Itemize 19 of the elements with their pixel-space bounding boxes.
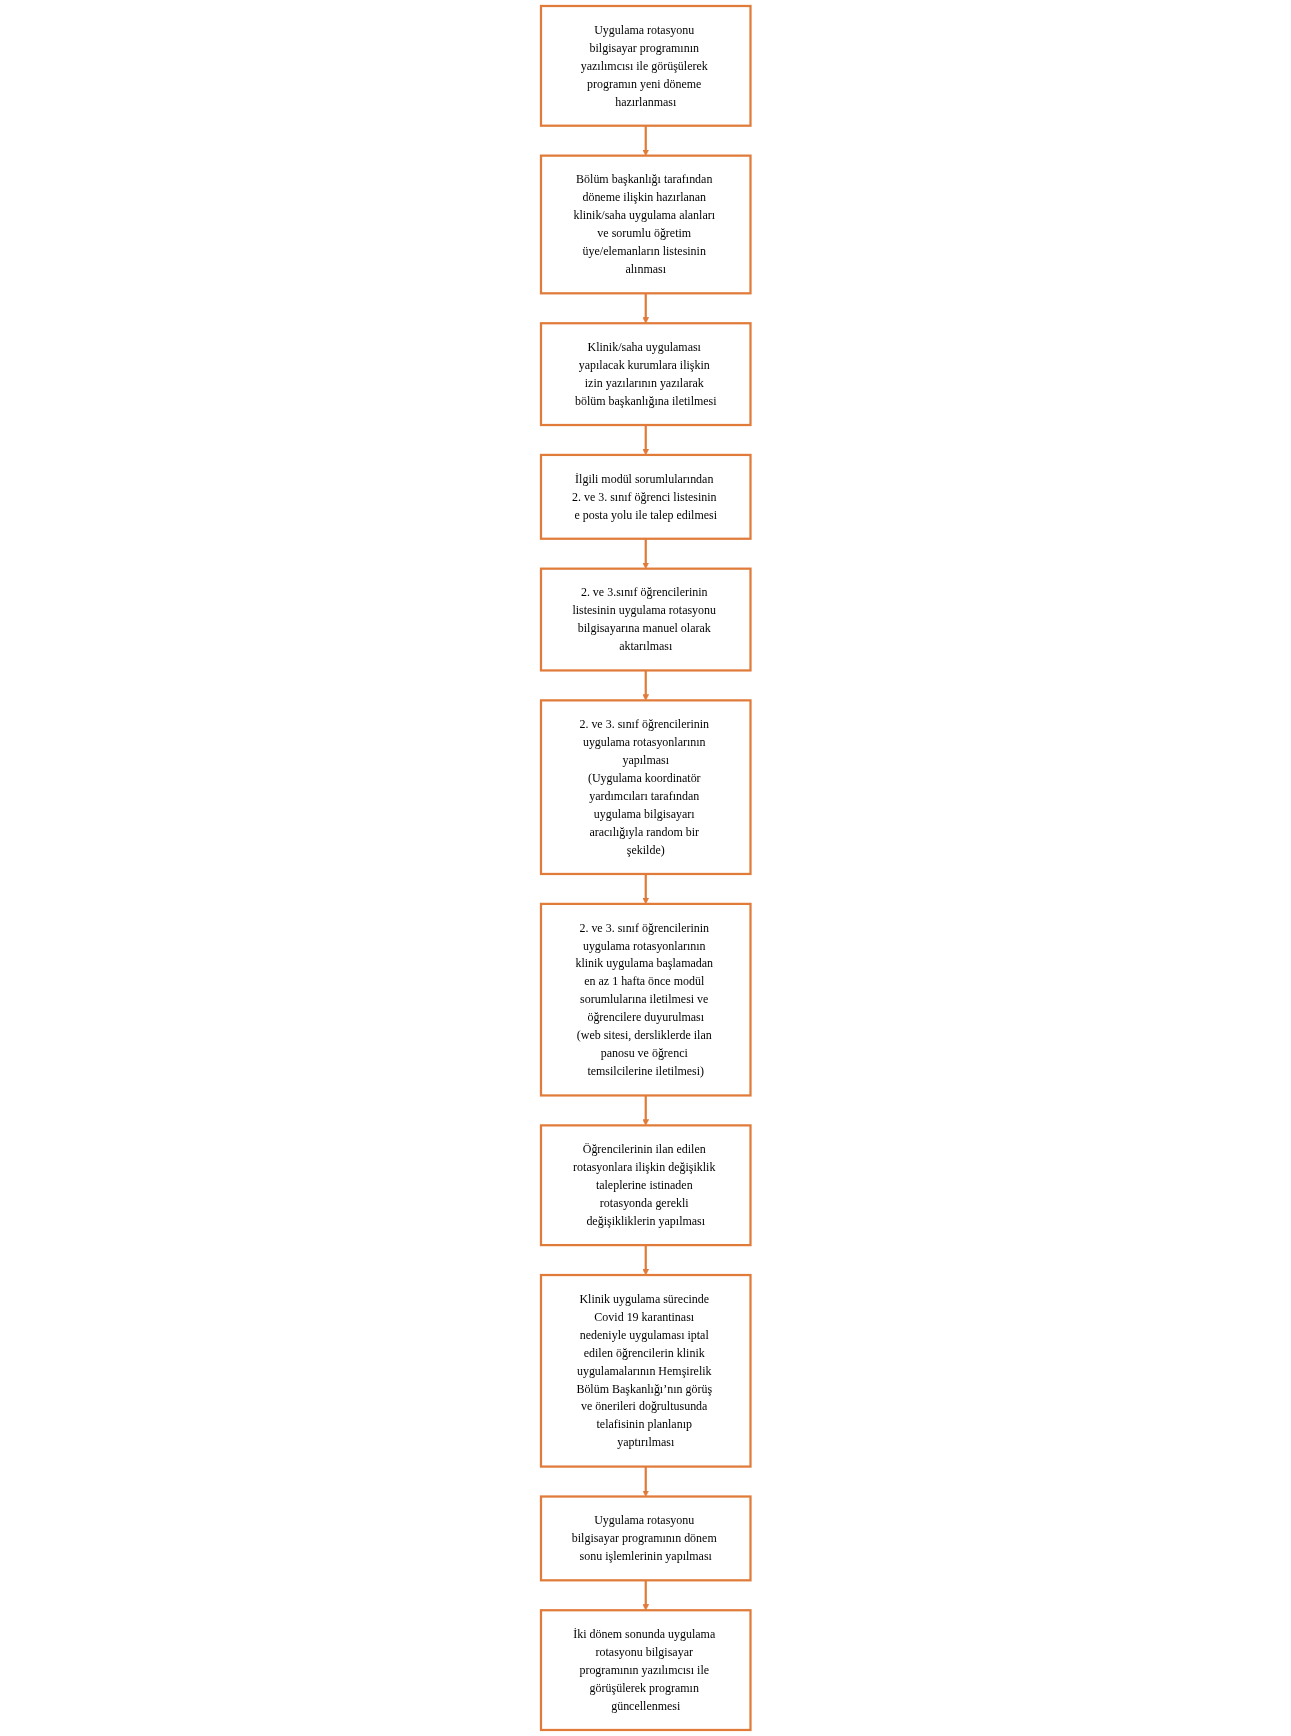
arrow xyxy=(642,538,649,569)
arrow xyxy=(642,1580,649,1611)
node-box: Klinik uygulama sürecinde Covid 19 karantinası nedeniyle uygulaması iptal edilen öğrencilerin klinik uygulamalarının Hemşirelik Bölüm Başkanlığı’nın görüş ve önerileri doğrultusunda telafisinin planlanıp yaptırılması xyxy=(539,1273,752,1468)
node-box: Uygulama rotasyonu bilgisayar programının yazılımcısı ile görüşülerek programın yeni döneme hazırlanması xyxy=(539,4,752,127)
node-box: Öğrencilerinin ilan edilen rotasyonlara ilişkin değişiklik taleplerine istinaden rotasyonda gerekli değişikliklerin yapılması xyxy=(539,1124,752,1247)
node-box: 2. ve 3.sınıf öğrencilerinin listesinin uygulama rotasyonu bilgisayarına manuel olarak aktarılması xyxy=(539,567,752,672)
arrow xyxy=(642,125,649,156)
node-box: İlgili modül sorumlularından 2. ve 3. sınıf öğrenci listesinin e posta yolu ile talep edilmesi xyxy=(539,453,752,540)
arrow xyxy=(642,1245,649,1276)
node-box: Uygulama rotasyonu bilgisayar programının dönem sonu işlemlerinin yapılması xyxy=(539,1495,752,1582)
arrow xyxy=(642,1466,649,1497)
arrow xyxy=(642,1095,649,1126)
node-box: Klinik/saha uygulaması yapılacak kurumlara ilişkin izin yazılarının yazılarak bölüm başkanlığına iletilmesi xyxy=(539,322,752,427)
arrow xyxy=(642,293,649,324)
node-box: 2. ve 3. sınıf öğrencilerinin uygulama rotasyonlarının klinik uygulama başlamadan en az 1 hafta önce modül sorumlularına iletilmesi ve öğrencilere duyurulması (web sitesi, dersliklerde ilan panosu ve öğrenci temsilcilerine iletilmesi) xyxy=(539,902,752,1097)
arrow xyxy=(642,670,649,701)
node-box: Bölüm başkanlığı tarafından döneme ilişkin hazırlanan klinik/saha uygulama alanları ve sorumlu öğretim üye/elemanların listesinin alınması xyxy=(539,154,752,295)
node-box: İki dönem sonunda uygulama rotasyonu bilgisayar programının yazılımcısı ile görüşülerek programın güncellenmesi xyxy=(539,1609,752,1732)
node-box: 2. ve 3. sınıf öğrencilerinin uygulama rotasyonlarının yapılması (Uygulama koordinatör yardımcıları tarafından uygulama bilgisayarı aracılığıyla random bir şekilde) xyxy=(539,699,752,876)
